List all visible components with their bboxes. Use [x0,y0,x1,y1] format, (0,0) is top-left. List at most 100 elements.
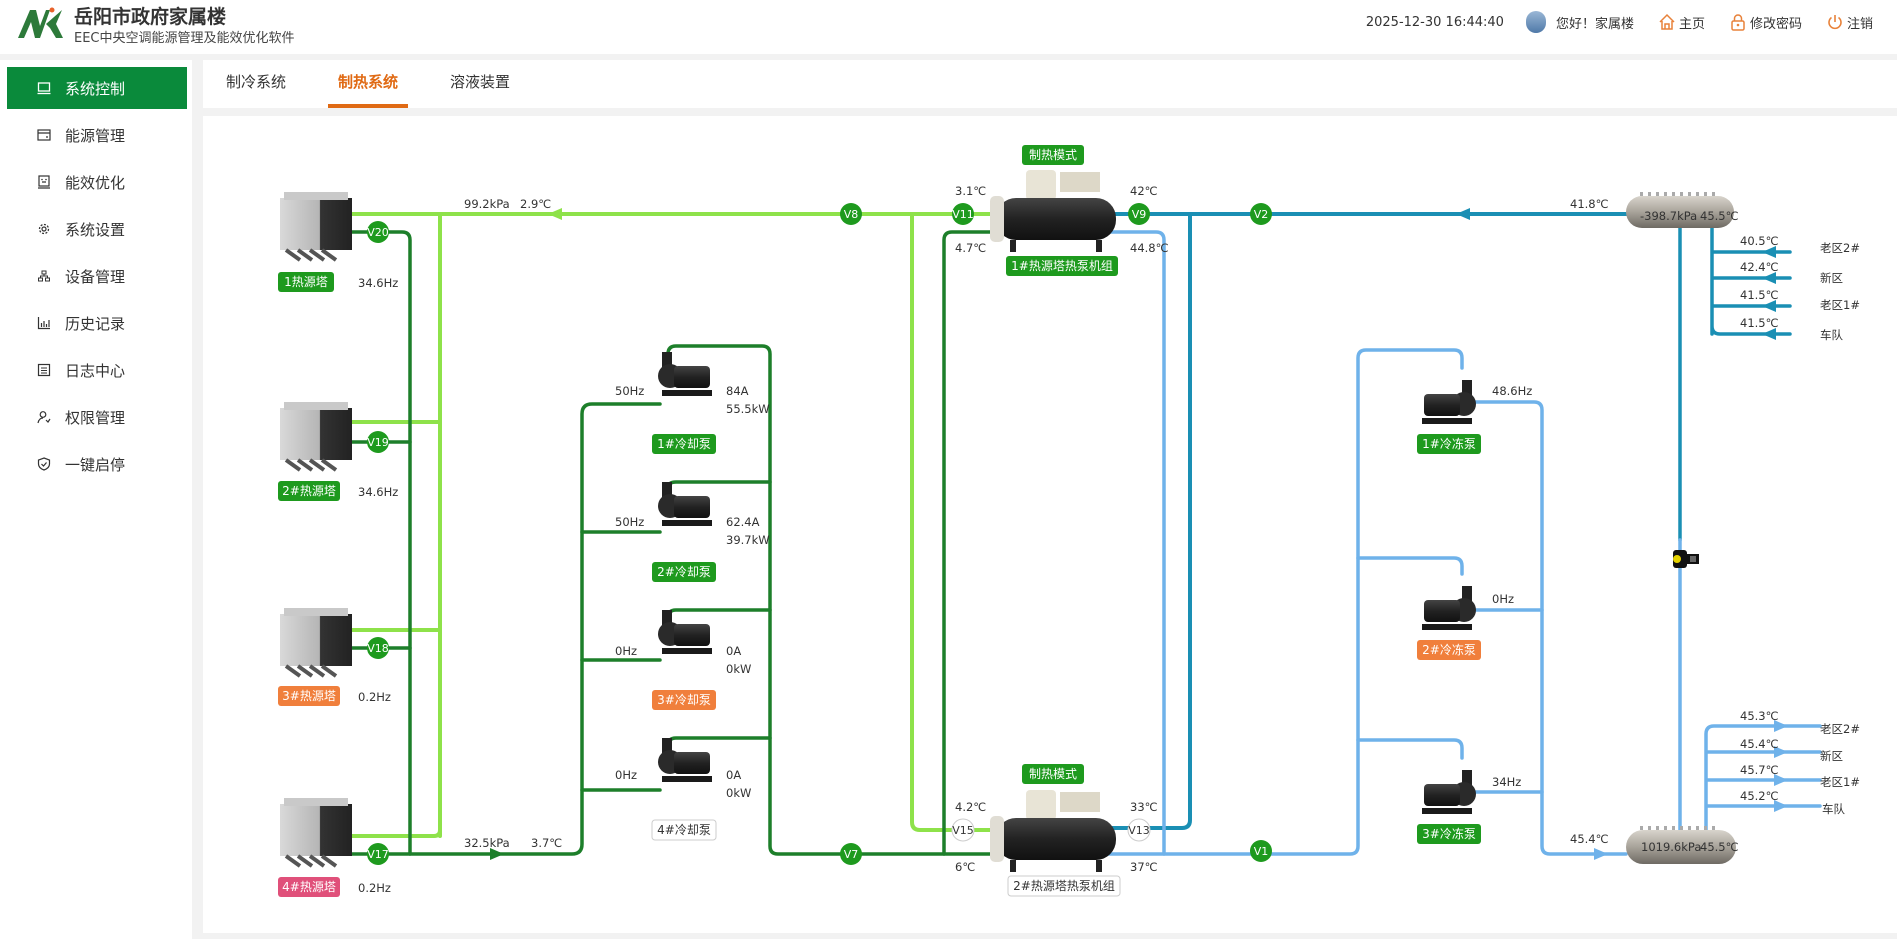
supply-header-tank[interactable]: 1019.6kPa 45.5℃ [1626,826,1739,864]
system-tabs: 制冷系统 制热系统 溶液装置 [203,60,1897,108]
sidebar-item-permissions[interactable]: 权限管理 [7,396,187,438]
cooling-pump-1-freq: 50Hz [615,384,644,398]
app-title: 岳阳市政府家属楼 [74,6,227,28]
chilled-pump-1-label: 1#冷冻泵 [1422,436,1476,451]
tower-4-freq: 0.2Hz [358,881,391,895]
svg-text:3.1℃: 3.1℃ [955,184,986,198]
supply-header-pressure: 1019.6kPa [1641,840,1701,854]
logout-link[interactable]: 注销 [1826,13,1873,32]
tab-solution-device[interactable]: 溶液装置 [449,73,510,91]
cooling-tower-icon [280,408,352,460]
pump-icon [658,352,712,396]
cooling-pump-icons [658,352,712,782]
tower-1-freq: 34.6Hz [358,276,398,290]
valve-v1[interactable]: V1 [1250,840,1272,862]
sidebar-item-label: 设备管理 [65,267,126,286]
sidebar-item-label: 系统控制 [65,79,126,98]
home-link[interactable]: 主页 [1658,13,1705,32]
svg-text:V1: V1 [1254,845,1269,858]
cooling-tower-icon [280,614,352,666]
chiller-icon [990,790,1116,872]
valve-v17[interactable]: V17 [367,843,389,865]
sidebar-item-label: 历史记录 [65,314,126,333]
return-header-pressure: -398.7kPa [1640,209,1697,223]
sidebar-item-log-center[interactable]: 日志中心 [7,349,187,391]
return-header-tank[interactable]: -398.7kPa 45.5℃ [1626,192,1739,228]
svg-text:0kW: 0kW [726,662,751,676]
valve-v2[interactable]: V2 [1250,203,1272,225]
pump-icon [1422,770,1476,814]
tower-1[interactable] [280,192,352,262]
heat-pump-unit-2[interactable]: 制热模式 4.2℃ 6℃ 33℃ 37℃ 2#热源塔热泵机组 [955,764,1158,897]
pump-icon [1422,380,1476,424]
supply-branch-zone: 车队 [1822,802,1845,816]
tower-return-pressure: 32.5kPa [464,836,510,850]
cooling-pump-3[interactable]: 0Hz 0A 0kW 3#冷却泵 [615,644,751,710]
cooling-pump-1[interactable]: 50Hz 84A 55.5kW 1#冷却泵 [615,384,770,454]
valve-v8[interactable]: V8 [840,203,862,225]
sidebar: 系统控制 能源管理 能效优化 系统设置 设备管理 历史记录 日志中心 权限管理 … [0,60,192,939]
pump-icon [658,738,712,782]
supply-header-inlet-temp: 45.4℃ [1570,832,1609,846]
cooling-pump-4[interactable]: 0Hz 0A 0kW 4#冷却泵 [615,768,751,841]
svg-text:0kW: 0kW [726,786,751,800]
tower-2[interactable] [280,402,352,472]
heat-pump-unit-1[interactable]: 制热模式 3.1℃ 4.7℃ 42℃ 44.8℃ 1#热源塔热泵机组 [955,145,1169,276]
wallet-icon [37,129,51,141]
power-icon [1828,15,1842,30]
sidebar-item-one-key-start-stop[interactable]: 一键启停 [7,443,187,485]
svg-text:34Hz: 34Hz [1492,775,1521,789]
valve-v20[interactable]: V20 [367,221,389,243]
valve-v7[interactable]: V7 [840,843,862,865]
return-header-temp: 45.5℃ [1700,209,1739,223]
tower-3-badge [278,686,340,706]
svg-text:V9: V9 [1132,208,1147,221]
tab-heating-system[interactable]: 制热系统 [328,60,408,108]
svg-text:0Hz: 0Hz [615,768,637,782]
sidebar-item-history[interactable]: 历史记录 [7,302,187,344]
return-branch-zone: 老区2# [1820,241,1860,255]
svg-text:45.4℃: 45.4℃ [1740,737,1779,751]
chilled-pump-1[interactable]: 48.6Hz 1#冷冻泵 [1417,384,1532,454]
sidebar-item-system-settings[interactable]: 系统设置 [7,208,187,250]
svg-text:41.5℃: 41.5℃ [1740,316,1779,330]
tower-3[interactable] [280,608,352,678]
svg-text:V17: V17 [367,848,389,861]
svg-text:V8: V8 [844,208,859,221]
chilled-pump-icons [1422,380,1476,814]
tower-3-label: 3#热源塔 [282,689,336,703]
heat-pump-1-mode: 制热模式 [1029,148,1077,162]
svg-text:V7: V7 [844,848,859,861]
valve-v9[interactable]: V9 [1128,203,1150,225]
tower-2-freq: 34.6Hz [358,485,398,499]
tab-cooling-system[interactable]: 制冷系统 [225,73,286,91]
sidebar-item-energy-management[interactable]: 能源管理 [7,114,187,156]
svg-text:45.3℃: 45.3℃ [1740,709,1779,723]
sidebar-item-device-management[interactable]: 设备管理 [7,255,187,297]
supply-branch-zone: 新区 [1820,749,1843,763]
change-password-link[interactable]: 修改密码 [1729,13,1802,32]
valve-v18[interactable]: V18 [367,637,389,659]
sidebar-item-efficiency-optimization[interactable]: 能效优化 [7,161,187,203]
cooling-tower-icon [280,198,352,250]
chilled-pump-2-label: 2#冷冻泵 [1422,642,1476,657]
cooling-pump-2[interactable]: 50Hz 62.4A 39.7kW 2#冷却泵 [615,515,770,582]
tower-2-label: 2#热源塔 [282,484,336,498]
valve-v15[interactable]: V15 [951,818,975,842]
svg-text:V13: V13 [1128,824,1150,837]
valve-v19[interactable]: V19 [367,431,389,453]
sidebar-item-label: 能效优化 [65,173,126,192]
chilled-pump-3[interactable]: 34Hz 3#冷冻泵 [1417,775,1521,844]
valve-v13[interactable]: V13 [1127,818,1151,842]
chilled-pump-2[interactable]: 0Hz 2#冷冻泵 [1417,592,1514,660]
bypass-valve[interactable] [1673,550,1699,568]
svg-text:44.8℃: 44.8℃ [1130,241,1169,255]
tower-4[interactable] [280,798,352,868]
return-branch-zone: 车队 [1820,328,1843,342]
tank-icon [1626,830,1736,864]
tower-return-temp: 3.7℃ [531,836,562,850]
sidebar-item-system-control[interactable]: 系统控制 [7,67,187,109]
valve-v11[interactable]: V11 [952,203,974,225]
pump-icon [658,610,712,654]
tower-4-label: 4#热源塔 [282,880,336,894]
